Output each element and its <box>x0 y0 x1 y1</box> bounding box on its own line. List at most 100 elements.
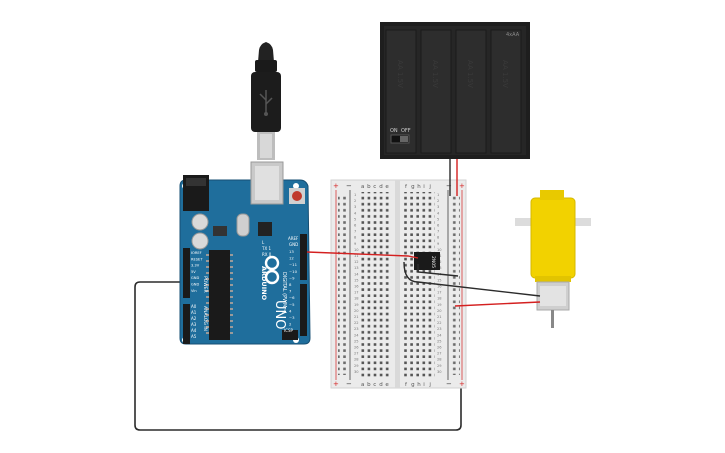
row-number: 27 <box>437 352 442 356</box>
motor-black-wire[interactable] <box>403 261 541 297</box>
row-number: 14 <box>354 272 359 276</box>
crystal <box>236 213 250 237</box>
digital-pin-label: 8 <box>289 282 292 287</box>
power-header <box>183 248 190 298</box>
power-pin-label: 5V <box>191 270 196 274</box>
column-label: f <box>405 184 408 190</box>
brand-label: ARDUINO <box>260 266 268 301</box>
l-label: L <box>262 240 265 245</box>
digital-header-low <box>300 284 307 336</box>
column-label: j <box>428 184 431 190</box>
analog-pin-label: A0 <box>191 304 197 309</box>
row-number: 30 <box>437 370 442 374</box>
row-number: 22 <box>437 321 442 325</box>
row-number: 4 <box>354 211 357 215</box>
capacitor <box>191 232 209 250</box>
chip-ground-jumper[interactable] <box>417 264 459 277</box>
row-number: 22 <box>354 321 359 325</box>
ground-wire[interactable] <box>134 281 462 431</box>
row-number: 2 <box>354 199 356 203</box>
column-label: d <box>379 184 383 190</box>
chip-label: 2N05 <box>430 256 436 268</box>
left-terminal-strip[interactable] <box>360 192 391 377</box>
row-number: 11 <box>354 254 359 258</box>
column-label: h <box>417 184 421 190</box>
right-power-rail[interactable] <box>450 195 460 375</box>
column-label: e <box>385 382 389 388</box>
analog-pin-label: A3 <box>191 322 197 327</box>
column-label: j <box>428 382 431 388</box>
column-label: i <box>423 184 425 190</box>
row-number: 23 <box>437 327 442 331</box>
column-label: h <box>417 382 421 388</box>
row-number: 3 <box>354 205 356 209</box>
row-number: 12 <box>354 260 359 264</box>
switch-off-label: OFF <box>401 128 411 134</box>
transistor-chip[interactable]: 2N05 <box>414 252 440 270</box>
icsp-header <box>282 330 298 340</box>
row-number: 1 <box>437 193 439 197</box>
cell-label: AA 1.5V <box>396 60 404 88</box>
rx-label: RX 0 <box>262 252 272 257</box>
row-number: 5 <box>437 217 439 221</box>
row-number: 19 <box>354 303 359 307</box>
column-label: d <box>379 382 383 388</box>
row-number: 4 <box>437 211 440 215</box>
atmega-chip <box>209 250 230 340</box>
row-number: 27 <box>354 352 359 356</box>
arduino-uno-board[interactable]: ARDUINO UNO DIGITAL (PWM~) POWER ANALOG … <box>179 161 311 345</box>
analog-pin-label: A2 <box>191 316 197 321</box>
column-label: b <box>367 382 371 388</box>
column-label: e <box>385 184 389 190</box>
rail-plus-bottom-left: + <box>333 380 339 388</box>
analog-label: ANALOG IN <box>202 306 208 331</box>
left-power-rail[interactable] <box>338 195 348 375</box>
power-pin-label: 3.3V <box>191 264 200 268</box>
row-number: 19 <box>437 303 442 307</box>
row-number: 9 <box>437 242 440 246</box>
rail-plus-top-left: + <box>333 182 339 190</box>
digital-label: DIGITAL (PWM~) <box>281 272 287 314</box>
power-label: POWER <box>202 276 208 293</box>
digital-header-high <box>300 234 307 280</box>
row-number: 24 <box>354 333 359 337</box>
dc-motor[interactable] <box>515 190 591 328</box>
row-number: 18 <box>437 297 442 301</box>
usb-cable[interactable] <box>251 42 281 160</box>
column-label: a <box>361 184 364 190</box>
row-number: 20 <box>437 309 442 313</box>
arduino-logo <box>264 255 280 285</box>
analog-pin-label: A1 <box>191 310 197 315</box>
row-number: 28 <box>437 358 442 362</box>
motor-axle <box>551 310 554 328</box>
motor-red-wire[interactable] <box>454 301 541 307</box>
power-pin-label: RESET <box>191 257 203 261</box>
cell-label: AA 1.5V <box>466 60 474 88</box>
column-label: i <box>423 382 425 388</box>
row-number: 16 <box>354 285 359 289</box>
row-number: 29 <box>354 364 359 368</box>
battery-cell <box>455 29 487 154</box>
row-number: 25 <box>354 339 359 343</box>
row-number: 28 <box>354 358 359 362</box>
row-number: 6 <box>437 224 440 228</box>
row-number: 25 <box>437 339 442 343</box>
motor-shaft-left <box>515 218 531 226</box>
column-label: g <box>411 382 415 388</box>
row-number: 3 <box>437 205 439 209</box>
right-terminal-strip[interactable] <box>404 192 435 377</box>
row-number: 1 <box>354 193 356 197</box>
battery-pack[interactable]: AA 1.5V AA 1.5V AA 1.5V AA 1.5V 4xAA ON … <box>380 22 530 159</box>
motor-shaft-right <box>575 218 591 226</box>
row-number: 30 <box>354 370 359 374</box>
rail-minus-top-right: − <box>446 182 452 190</box>
switch-on-label: ON <box>390 128 398 134</box>
signal-wire[interactable] <box>306 251 419 259</box>
digital-pin-label: 13 <box>289 249 294 254</box>
analog-pin-label: A5 <box>191 334 197 339</box>
row-number: 21 <box>354 315 359 319</box>
digital-pin-label: ~3 <box>289 315 295 320</box>
column-label: f <box>405 382 408 388</box>
